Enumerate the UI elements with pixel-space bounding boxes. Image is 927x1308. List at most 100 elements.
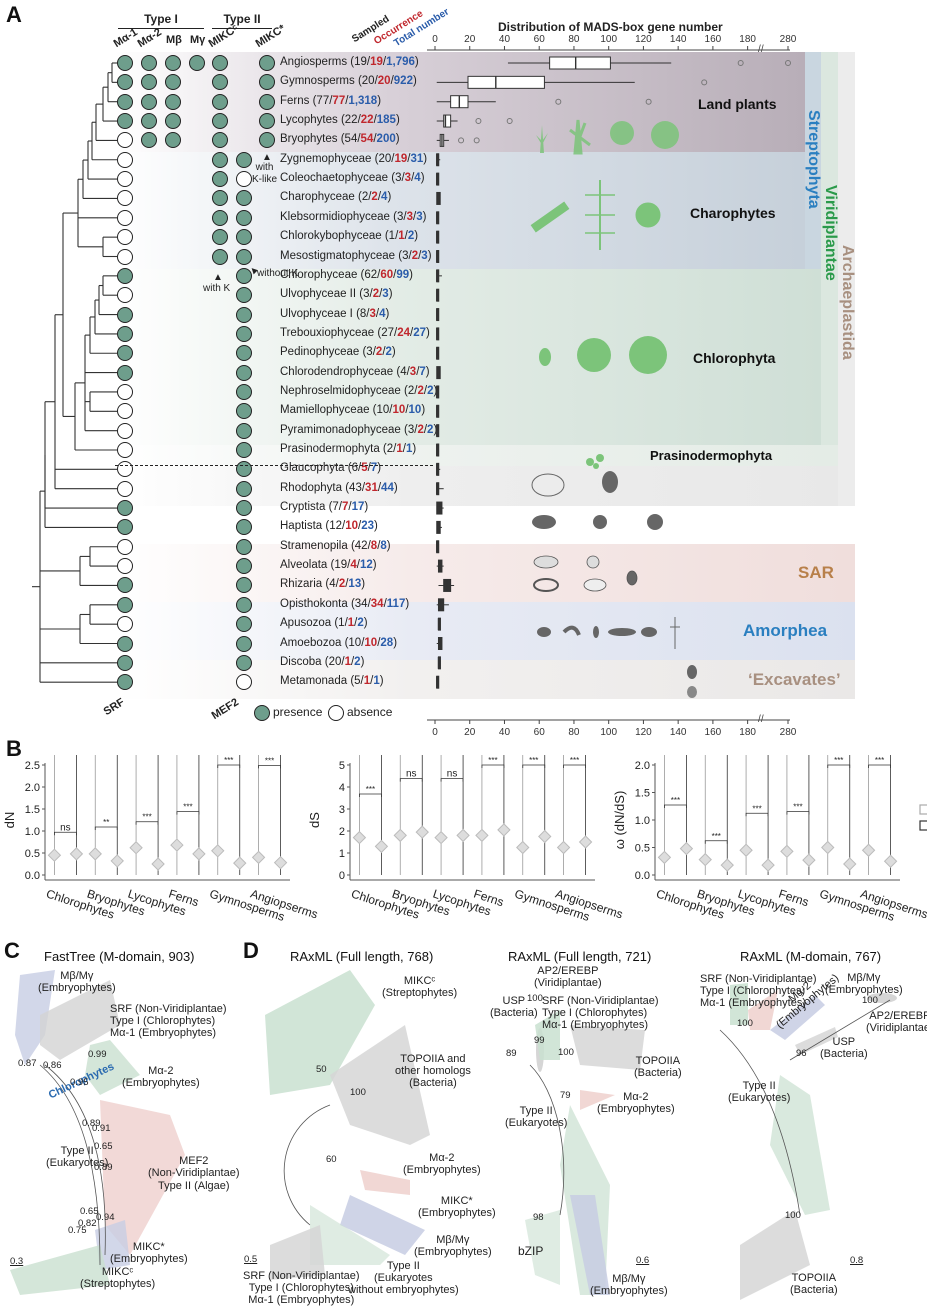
taxon-name: Angiosperms (19/ — [280, 56, 371, 68]
amoeba-icon — [537, 627, 551, 637]
taxon-name: Alveolata (19/ — [280, 559, 351, 572]
close-paren: ) — [386, 539, 391, 552]
giardia-icon — [687, 686, 697, 698]
mef2-presence-dot — [236, 480, 252, 497]
significance-label: *** — [488, 756, 497, 765]
fly-icon — [593, 626, 599, 638]
panel-b-letter: B — [6, 736, 22, 761]
c-support: 0.95 — [70, 1077, 89, 1088]
total-count: 4 — [379, 307, 386, 320]
taxon-name: Ferns (77/ — [280, 94, 333, 107]
total-count: 3 — [416, 210, 423, 223]
d3-label-topo-text: TOPOIIA (Bacteria) — [790, 1272, 838, 1296]
total-count: 7 — [419, 365, 426, 378]
zygnema-icon — [530, 201, 570, 233]
label-sar: SAR — [798, 563, 834, 582]
c-label-mikcs: MIKC* (Embryophytes) — [110, 1241, 188, 1265]
separator: / — [412, 210, 417, 223]
separator: / — [377, 191, 382, 204]
fish-icon — [608, 628, 636, 636]
srf-presence-dot — [117, 364, 133, 381]
total-count: 1 — [373, 675, 380, 688]
separator: / — [379, 288, 383, 301]
d2-label-usp-text: USP (Bacteria) — [490, 995, 538, 1019]
total-count: 4 — [381, 191, 388, 204]
c-label-mikcc: MIKCᶜ (Streptophytes) — [80, 1266, 155, 1290]
dist-box — [436, 385, 440, 399]
angiosperm-icon — [651, 121, 679, 149]
significance-label: ** — [103, 818, 109, 827]
d3-title: RAxML (M-domain, 767) — [740, 949, 882, 964]
occurrence-count: 4 — [350, 559, 357, 572]
mean-marker — [110, 854, 124, 868]
y-tick-label: 2.0 — [25, 782, 40, 794]
mean-marker — [233, 856, 247, 870]
occurrence-count: 54 — [360, 133, 374, 146]
separator: / — [382, 56, 387, 68]
type2-box — [883, 755, 898, 875]
mb-presence-dot — [165, 55, 181, 71]
close-paren: ) — [412, 443, 417, 455]
close-paren: ) — [414, 56, 419, 68]
dist-tick-label: 160 — [705, 727, 722, 738]
total-count: 8 — [380, 539, 387, 552]
dist-tick-label: 0 — [432, 727, 438, 738]
significance-label: *** — [570, 756, 579, 765]
taxon-name: Stramenopila (42/ — [280, 539, 371, 552]
d2-label-mbmg-text: Mβ/Mγ (Embryophytes) — [590, 1273, 668, 1297]
type1-box — [88, 755, 102, 875]
label-prasinodermophyta: Prasinodermophyta — [650, 448, 773, 463]
y-tick-label: 3 — [339, 804, 345, 816]
occurrence-count: 22 — [360, 114, 374, 127]
srf-presence-dot — [117, 480, 133, 497]
annotation-with-k: with K — [203, 283, 231, 294]
chlamydomonas-icon — [539, 348, 551, 366]
d3-label-usp-text: USP (Bacteria) — [820, 1036, 868, 1060]
mean-marker — [657, 850, 672, 865]
clade-mbmg — [340, 1195, 425, 1255]
close-paren: ) — [361, 578, 366, 591]
d2-label-ma2-text: Mα-2 (Embryophytes) — [597, 1091, 675, 1115]
y-tick-label: 1.5 — [25, 804, 40, 816]
clade-ma2 — [360, 1170, 410, 1195]
mouse-icon — [641, 627, 657, 637]
fasttree-tree — [10, 970, 185, 1295]
panel-a-letter: A — [6, 2, 22, 27]
moss-icon — [536, 125, 548, 153]
dist-box — [436, 191, 441, 205]
label-viridiplantae: Viridiplantae — [822, 185, 839, 281]
d1-label-mikcc: MIKCᶜ (Streptophytes) — [382, 975, 457, 999]
separator: / — [382, 346, 386, 359]
separator: / — [358, 520, 362, 533]
taxon-label: Ferns (77/77/1,318) — [280, 95, 381, 107]
d2-support: 100 — [527, 993, 543, 1004]
d3-scale-bar: 0.8 — [850, 1255, 864, 1266]
srf-presence-dot — [117, 229, 133, 246]
taxon-name: Prasinodermophyta (2/ — [280, 443, 397, 455]
mef2-presence-dot — [236, 364, 252, 381]
dist-box — [436, 520, 442, 534]
srf-presence-dot — [117, 403, 133, 420]
mef2-presence-dot — [236, 403, 252, 420]
total-count: 12 — [359, 559, 373, 572]
d3-label-srf-text: SRF (Non-Viridiplantae) Type I (Chloroph… — [700, 973, 817, 1009]
mean-marker — [151, 857, 165, 871]
euglena-icon — [687, 665, 697, 679]
d2-label-mbmg: Mβ/Mγ (Embryophytes) — [590, 1273, 668, 1297]
c-support: 0.65 — [94, 1141, 113, 1152]
close-paren: ) — [433, 384, 438, 397]
dist-box — [436, 424, 440, 438]
significance-label: *** — [183, 803, 192, 812]
mikcs-presence-dot — [259, 132, 275, 149]
clade-mikcc — [10, 1245, 110, 1295]
close-paren: ) — [422, 210, 427, 223]
type1-box — [170, 755, 184, 875]
dist-box — [436, 114, 458, 128]
taxon-label: Mesostigmatophyceae (3/2/3) — [280, 250, 432, 262]
outlier-point — [645, 98, 652, 105]
band-streptophyta — [805, 52, 821, 269]
mean-marker — [352, 830, 367, 845]
total-count: 44 — [381, 481, 394, 494]
d1-label-mikcc-text: MIKCᶜ (Streptophytes) — [382, 975, 458, 999]
legend-presence-label: presence — [273, 705, 323, 719]
